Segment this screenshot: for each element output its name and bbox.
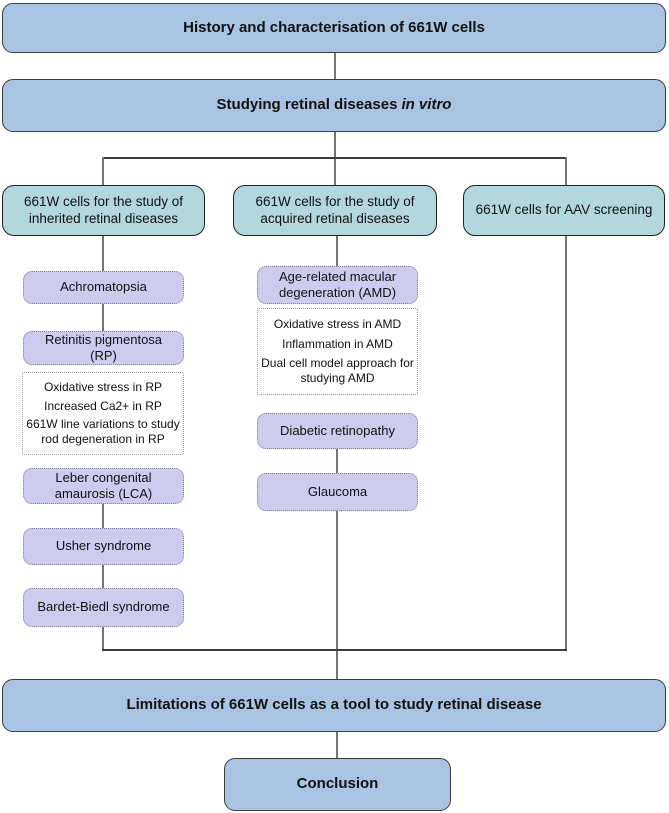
node-acquired-label: 661W cells for the study of acquired ret… [255,193,415,226]
connector-diabetic-glaucoma [336,449,338,474]
connector-acquired-amd [336,235,338,267]
node-lca: Leber congenital amaurosis (LCA) [23,468,184,504]
connector-usher-bardet [102,564,104,589]
node-lca-label: Leber congenital amaurosis (LCA) [54,469,153,501]
connector-limitations-conclusion [336,731,338,759]
node-inherited-label: 661W cells for the study of inherited re… [23,193,184,226]
node-retinitis-label: Retinitis pigmentosa (RP) [44,331,163,363]
amd-detail-item: Inflammation in AMD [282,336,393,351]
node-studying-label-italic: in vitro [401,96,452,114]
connector-achromatopsia-retinitis [102,303,104,331]
node-bardet-label: Bardet-Biedl syndrome [37,599,170,615]
node-amd-label: Age-related macular degeneration (AMD) [278,268,397,300]
node-usher-syndrome: Usher syndrome [23,528,184,565]
node-glaucoma: Glaucoma [257,473,418,511]
node-achromatopsia-label: Achromatopsia [60,279,147,295]
node-history-label: History and characterisation of 661W cel… [183,18,485,36]
node-amd-details: Oxidative stress in AMD Inflammation in … [257,308,418,395]
connector-branch-aav [565,157,567,186]
connector-glaucoma-limitations [336,511,338,679]
node-conclusion-label: Conclusion [296,775,379,793]
connector-branch-inherited [102,157,104,186]
connector-lca-usher [102,503,104,529]
node-history: History and characterisation of 661W cel… [2,3,666,53]
connector-aav-bottomline [565,235,567,651]
amd-detail-item: Oxidative stress in AMD [273,317,402,332]
node-bardet-biedl: Bardet-Biedl syndrome [23,588,184,627]
node-rp-details: Oxidative stress in RP Increased Ca2+ in… [22,372,184,455]
node-aav-label: 661W cells for AAV screening [475,202,653,218]
node-acquired-diseases: 661W cells for the study of acquired ret… [233,185,437,236]
node-amd: Age-related macular degeneration (AMD) [257,266,418,304]
node-aav-screening: 661W cells for AAV screening [463,185,665,236]
rp-detail-item: 661W line variations to study rod degene… [26,416,180,446]
rp-detail-item: Oxidative stress in RP [43,380,163,395]
node-limitations: Limitations of 661W cells as a tool to s… [2,679,666,732]
amd-detail-item: Dual cell model approach for studying AM… [261,355,414,385]
node-retinitis-pigmentosa: Retinitis pigmentosa (RP) [23,331,184,365]
node-glaucoma-label: Glaucoma [307,483,368,499]
branch-line-bottom [102,649,567,651]
connector-history-studying [334,52,336,80]
branch-line-top [102,157,567,159]
node-diabetic-label: Diabetic retinopathy [280,422,395,438]
node-studying-label-text: Studying retinal diseases [216,96,398,114]
connector-bardet-bottomline [102,626,104,651]
node-achromatopsia: Achromatopsia [23,271,184,304]
connector-inherited-achromatopsia [102,235,104,271]
node-limitations-label: Limitations of 661W cells as a tool to s… [126,696,542,714]
node-usher-label: Usher syndrome [55,538,152,554]
node-inherited-diseases: 661W cells for the study of inherited re… [2,185,205,236]
node-conclusion: Conclusion [224,758,451,811]
rp-detail-item: Increased Ca2+ in RP [44,398,162,413]
node-diabetic-retinopathy: Diabetic retinopathy [257,413,418,449]
